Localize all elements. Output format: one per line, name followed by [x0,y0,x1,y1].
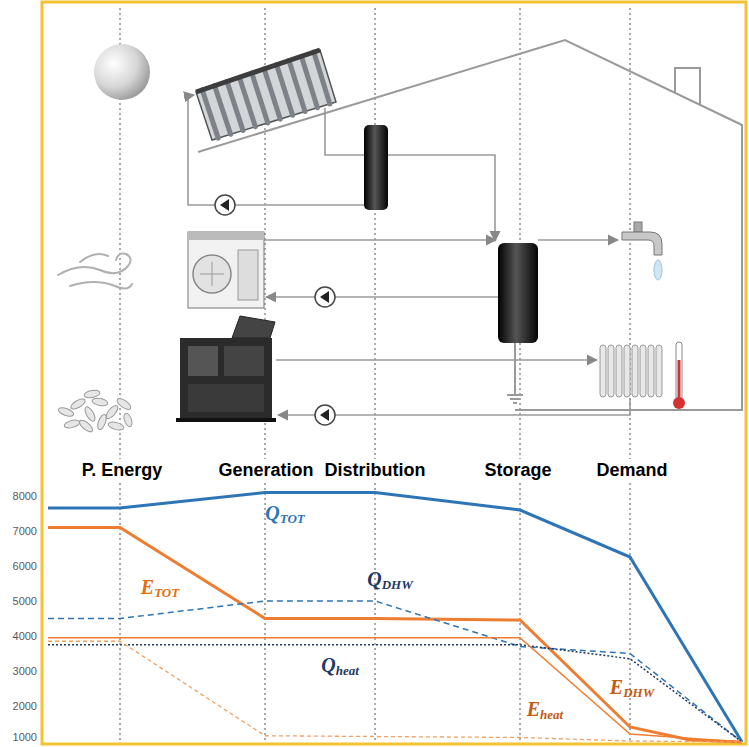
series-label: ETOT [141,575,179,605]
stage-label: P. Energy [79,459,166,481]
series-label: EDHW [610,675,654,705]
label-slot: Qheat [321,653,359,683]
stage-label: Storage [481,459,554,481]
pellets-icon [57,389,133,434]
symbol-subscript: heat [336,663,359,678]
symbol-letter: E [610,676,623,698]
air-icon [58,254,132,289]
label-slot: 8000 [13,490,37,503]
label-slot: EDHW [610,675,654,705]
tap-icon [622,222,662,280]
series-label: Qheat [321,653,359,683]
pellet-boiler [176,316,276,422]
symbol-subscript: TOT [154,585,179,600]
axis-tick: 2000 [13,700,37,713]
label-slot: Eheat [527,697,563,727]
axis-tick: 4000 [13,630,37,643]
label-slot: Storage [481,459,554,481]
series-label: QTOT [265,501,305,531]
label-slot: P. Energy [79,459,166,481]
label-slot: 3000 [13,665,37,678]
series-label: Eheat [527,697,563,727]
axis-tick: 1000 [13,731,37,744]
solar-collector [196,50,336,140]
pump-symbol [215,195,335,425]
axis-tick: 3000 [13,665,37,678]
label-slot: 1000 [13,731,37,744]
label-slot: 6000 [13,560,37,573]
stage-label: Distribution [322,459,429,481]
axis-tick: 6000 [13,560,37,573]
label-slot: Generation [215,459,316,481]
column-guides [120,8,630,742]
symbol-subscript: TOT [280,511,305,526]
label-slot: 4000 [13,630,37,643]
radiator-icon [600,345,662,397]
buffer-tank [364,125,388,210]
chart-lines [48,493,742,743]
label-slot: 5000 [13,595,37,608]
axis-tick: 8000 [13,490,37,503]
label-slot: Distribution [322,459,429,481]
symbol-letter: E [141,576,154,598]
thermometer-icon [673,342,685,409]
symbol-letter: Q [321,654,335,676]
storage-tank [498,243,538,343]
symbol-letter: Q [367,568,381,590]
series-label: QDHW [367,567,413,597]
sun-icon [94,44,150,100]
symbol-subscript: heat [540,707,563,722]
stage-label: Demand [593,459,670,481]
symbol-letter: Q [265,502,279,524]
symbol-subscript: DHW [623,685,654,700]
label-slot: 2000 [13,700,37,713]
frame [42,2,746,744]
heat-pump [188,232,264,308]
label-slot: 7000 [13,525,37,538]
symbol-subscript: DHW [382,577,413,592]
label-slot: QTOT [265,501,305,531]
axis-tick: 5000 [13,595,37,608]
label-slot: ETOT [141,575,179,605]
label-slot: Demand [593,459,670,481]
pipes [188,95,630,415]
stage-label: Generation [215,459,316,481]
axis-tick: 7000 [13,525,37,538]
symbol-letter: E [527,698,540,720]
label-slot: QDHW [367,567,413,597]
